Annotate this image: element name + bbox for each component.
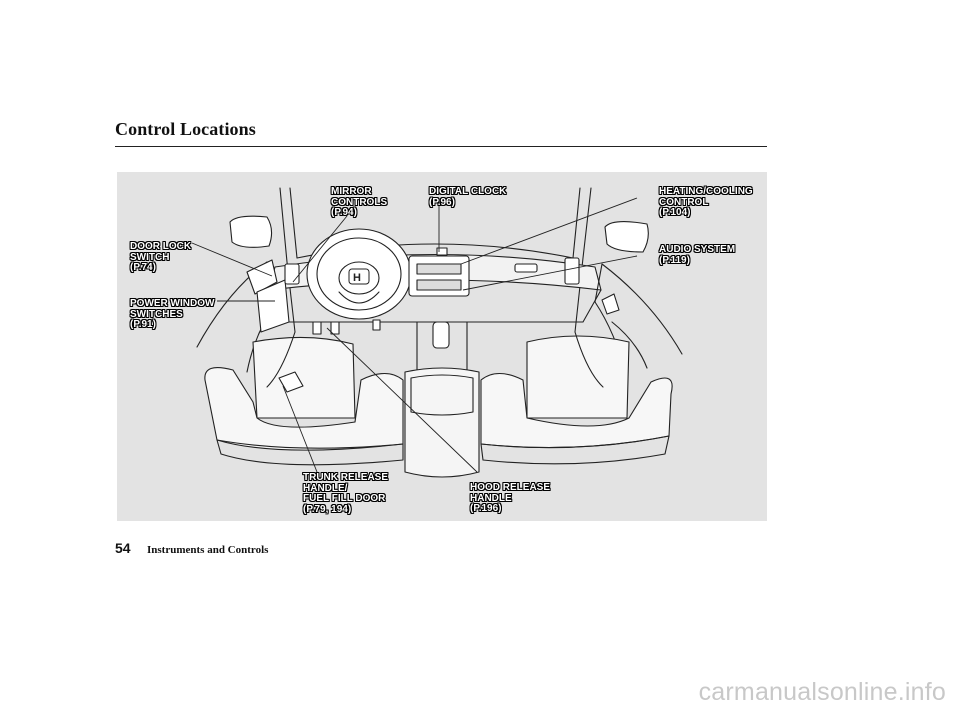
svg-text:H: H	[353, 272, 361, 284]
callout-power-window-switches: POWER WINDOW SWITCHES (P.91)	[130, 298, 215, 330]
interior-illustration: H MIRROR CONTROLS (P.94) DIGITAL CLOCK (…	[117, 172, 767, 521]
watermark: carmanualsonline.info	[698, 678, 946, 706]
page-title: Control Locations	[115, 119, 256, 139]
callout-mirror-controls: MIRROR CONTROLS (P.94)	[331, 186, 388, 218]
callout-door-lock-switch: DOOR LOCK SWITCH (P.74)	[130, 241, 192, 273]
callout-heating-cooling-control: HEATING/COOLING CONTROL (P.104)	[659, 186, 753, 218]
car-interior-drawing: H	[191, 187, 683, 478]
callout-digital-clock: DIGITAL CLOCK (P.96)	[429, 186, 507, 208]
title-divider	[115, 146, 767, 147]
callout-trunk-release-handle: TRUNK RELEASE HANDLE/ FUEL FILL DOOR (P.…	[303, 472, 389, 515]
page-number: 54	[115, 540, 131, 556]
callout-hood-release-handle: HOOD RELEASE HANDLE (P.196)	[470, 482, 551, 514]
section-name: Instruments and Controls	[147, 544, 269, 556]
callout-audio-system: AUDIO SYSTEM (P.119)	[659, 244, 736, 266]
